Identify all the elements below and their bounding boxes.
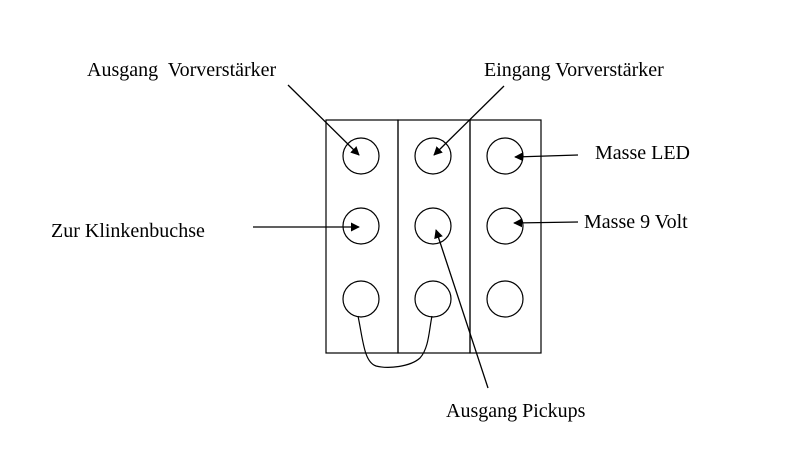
solder-lugs: [342, 137, 524, 318]
lug-r1-c3: [486, 137, 524, 175]
arrow-ausgang-pickups: [434, 229, 489, 389]
lug-r2-c2: [414, 207, 452, 245]
lug-r1-c1: [342, 137, 380, 175]
lug-r2-c1: [342, 207, 380, 245]
label-ausgang-vorverstaerker: Ausgang Vorverstärker: [87, 59, 277, 81]
label-masse-led: Masse LED: [595, 142, 690, 164]
switch-column-right: [469, 119, 542, 354]
arrow-ausgang-vorverstaerker: [287, 84, 360, 156]
arrows: [253, 84, 579, 389]
arrow-masse-led: [514, 152, 579, 162]
jumper-wire: [357, 315, 433, 368]
lug-r3-c2: [414, 280, 452, 318]
label-ausgang-pickups: Ausgang Pickups: [446, 400, 586, 422]
labels: Ausgang Vorverstärker Eingang Vorverstär…: [51, 59, 690, 422]
label-eingang-vorverstaerker: Eingang Vorverstärker: [484, 59, 664, 81]
switch-body: [325, 119, 542, 354]
arrow-eingang-vorverstaerker: [433, 85, 505, 156]
label-zur-klinkenbuchse: Zur Klinkenbuchse: [51, 220, 205, 242]
lug-r2-c3: [486, 207, 524, 245]
lug-r1-c2: [414, 137, 452, 175]
switch-column-left: [325, 119, 399, 354]
arrow-masse-9-volt: [513, 218, 579, 228]
label-masse-9-volt: Masse 9 Volt: [584, 211, 688, 233]
lug-r3-c3: [486, 280, 524, 318]
lug-r3-c1: [342, 280, 380, 318]
